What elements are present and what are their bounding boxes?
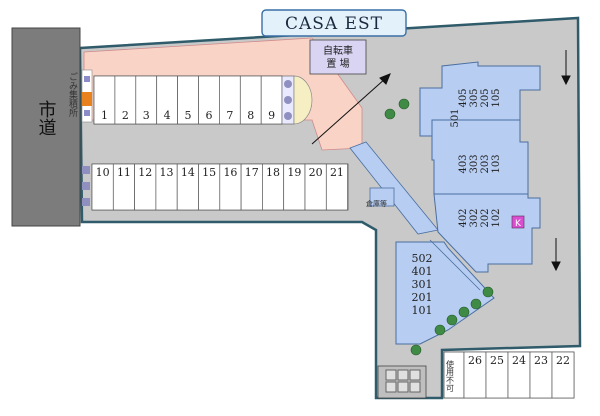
top-stall-label: 5	[185, 109, 192, 122]
southwest-unit-301: 301	[412, 278, 433, 291]
bottom-stall-label: 26	[468, 354, 482, 367]
southwest-unit-201: 201	[412, 291, 433, 304]
parking-row-bottom-stalls: 26 25 24 23 22	[463, 351, 575, 399]
southwest-unit-401: 401	[412, 265, 433, 278]
row-top-endcap	[281, 75, 313, 125]
middle-stall-label: 16	[223, 166, 237, 179]
bottom-stall-label: 22	[556, 354, 570, 367]
bottom-stall-label: 23	[534, 354, 548, 367]
middle-stall-label: 19	[287, 166, 301, 179]
middle-unit-103: 103	[491, 154, 502, 173]
middle-stall-label: 20	[309, 166, 323, 179]
middle-stall-label: 15	[202, 166, 216, 179]
bottom-stall-label: 24	[512, 354, 526, 367]
storage-room	[369, 187, 395, 207]
unusable-label: 使用不可	[446, 359, 455, 392]
garbage-marker	[82, 92, 92, 106]
bin-icons-middle	[82, 166, 90, 206]
traffic-arrows	[311, 50, 571, 272]
top-stall-label: 3	[143, 109, 150, 122]
page-title: CASA EST	[285, 14, 383, 34]
unit-501: 501	[450, 108, 461, 127]
road-label: 市道	[36, 100, 57, 136]
middle-stall-label: 11	[117, 166, 131, 179]
title-box	[261, 9, 407, 37]
middle-stall-label: 21	[330, 166, 344, 179]
bottom-stall-22	[551, 351, 575, 399]
top-stall-label: 9	[268, 109, 275, 122]
top-stall-label: 4	[164, 109, 171, 122]
garbage-label: ごみ集積所	[67, 71, 78, 118]
middle-stall-label: 12	[138, 166, 152, 179]
building-sw-diagonal	[429, 239, 481, 291]
middle-unit-203: 203	[480, 154, 491, 173]
middle-stall-label: 18	[266, 166, 280, 179]
building-lower	[433, 193, 541, 273]
top-stall-label: 2	[122, 109, 129, 122]
middle-stall-label: 13	[160, 166, 174, 179]
storage-label: 倉庫等	[366, 199, 387, 208]
building-southwest	[395, 241, 495, 345]
top-stall-label: 1	[101, 109, 108, 122]
k-marker	[511, 215, 525, 229]
city-road	[11, 27, 81, 227]
bicycle-label-1: 自転車	[323, 44, 353, 57]
upper-unit-205: 205	[480, 88, 491, 107]
middle-unit-403: 403	[458, 154, 469, 173]
lower-unit-402: 402	[458, 208, 469, 227]
middle-stall-label: 10	[96, 166, 110, 179]
bicycle-parking	[309, 39, 367, 75]
middle-stall-label: 14	[181, 166, 195, 179]
top-stall-label: 6	[205, 109, 212, 122]
upper-unit-405: 405	[458, 88, 469, 107]
utility-box	[377, 365, 427, 399]
middle-stall-21	[325, 163, 348, 211]
lower-unit-302: 302	[469, 208, 480, 227]
middle-stall-label: 17	[245, 166, 259, 179]
bicycle-label-2: 置 場	[326, 57, 349, 70]
top-stall-label: 7	[226, 109, 233, 122]
middle-unit-303: 303	[469, 154, 480, 173]
parking-row-middle-stalls: 10 11 12 13 14 15 16 17 18 19 20 21	[91, 163, 348, 211]
upper-unit-305: 305	[469, 88, 480, 107]
lower-unit-102: 102	[491, 208, 502, 227]
top-stall-label: 8	[247, 109, 254, 122]
upper-unit-105: 105	[491, 88, 502, 107]
southwest-unit-101: 101	[412, 304, 433, 317]
bottom-stall-label: 25	[490, 354, 504, 367]
southwest-unit-502: 502	[412, 252, 433, 265]
trees	[384, 98, 494, 356]
k-marker-label: K	[515, 219, 522, 229]
bin-icons-top	[84, 76, 90, 116]
lower-unit-202: 202	[480, 208, 491, 227]
